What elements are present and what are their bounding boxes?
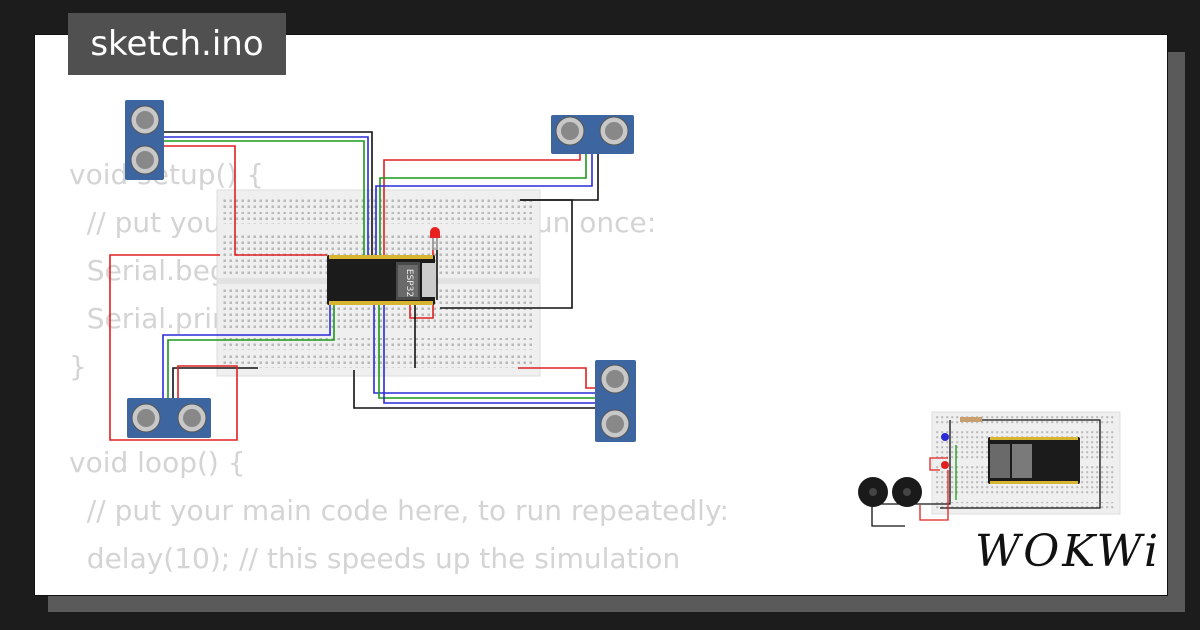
ultrasonic-sensor-bottom-right <box>595 360 636 442</box>
code-line-5: } <box>69 350 87 383</box>
wires <box>109 131 599 441</box>
file-tab: sketch.ino <box>68 13 286 75</box>
code-line-10: } <box>69 583 729 595</box>
mini-red-led <box>941 461 949 469</box>
buzzer-right <box>892 477 922 507</box>
red-led <box>430 227 440 250</box>
mini-blue-led <box>941 433 949 441</box>
esp32-chip-label: ESP32 <box>404 269 414 297</box>
mini-esp32 <box>988 437 1080 484</box>
code-line-8: // put your main code here, to run repea… <box>69 494 729 527</box>
esp32-board: ESP32 <box>327 255 436 305</box>
ultrasonic-sensor-bottom-left <box>127 398 211 438</box>
ultrasonic-sensor-top-left <box>125 100 164 180</box>
code-line-9: delay(10); // this speeds up the simulat… <box>69 542 681 575</box>
buzzer-left <box>858 477 888 507</box>
ultrasonic-sensor-top-right <box>551 115 634 154</box>
mini-resistor <box>960 417 982 422</box>
circuit-diagram: ESP32 <box>109 100 1121 527</box>
code-line-7: void loop() { <box>69 446 246 479</box>
code-line-1: void setup() { <box>69 158 265 191</box>
wokwi-logo: WOKWi <box>975 526 1162 577</box>
